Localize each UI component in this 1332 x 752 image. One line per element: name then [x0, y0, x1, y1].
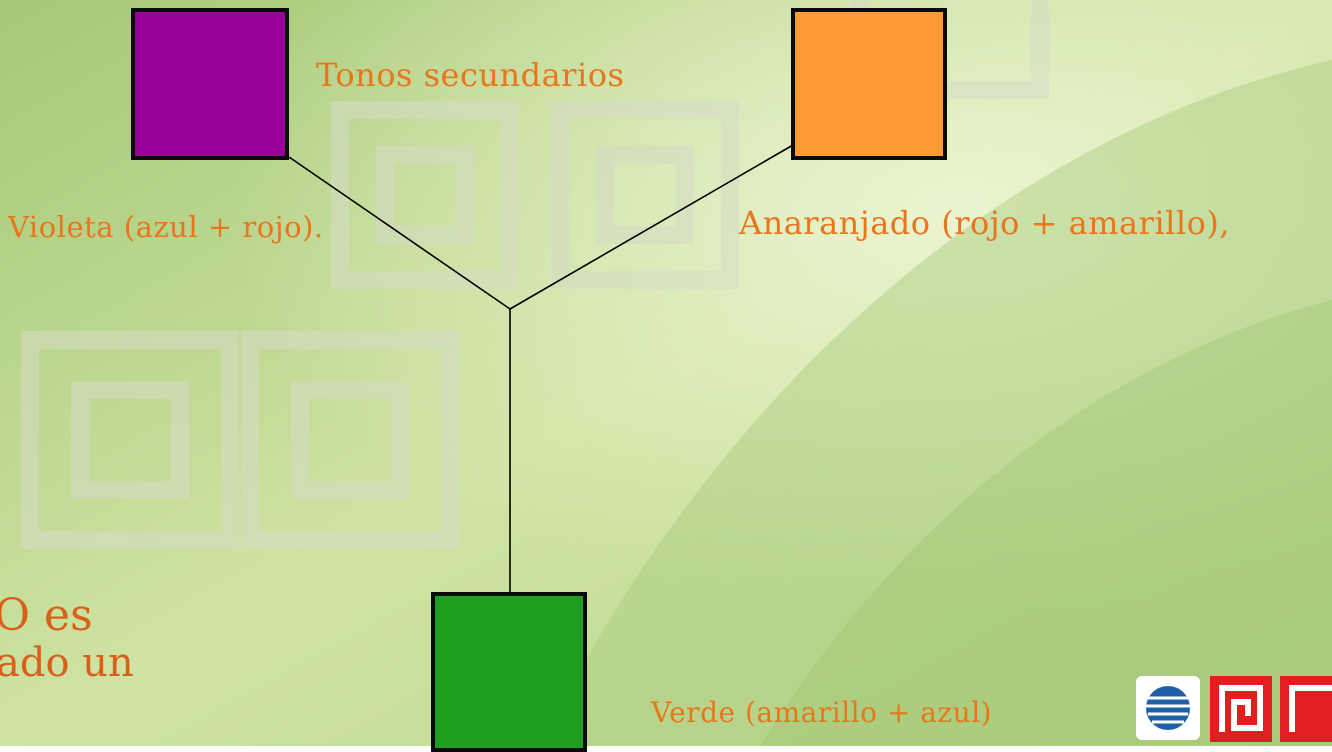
violet-label: Violeta (azul + rojo).: [8, 210, 324, 244]
green-label: Verde (amarillo + azul): [651, 696, 993, 729]
violet-swatch: [131, 8, 289, 160]
institution-logo-icon: [1136, 676, 1332, 742]
connector-orange: [509, 144, 794, 310]
diagram-title: Tonos secundarios: [316, 56, 625, 94]
green-swatch: [431, 592, 587, 752]
side-text-line-2: ado un: [0, 640, 134, 686]
connector-violet: [288, 156, 511, 310]
orange-label: Anaranjado (rojo + amarillo),: [739, 204, 1231, 242]
orange-swatch: [791, 8, 947, 160]
side-text-line-1: O es: [0, 590, 93, 641]
